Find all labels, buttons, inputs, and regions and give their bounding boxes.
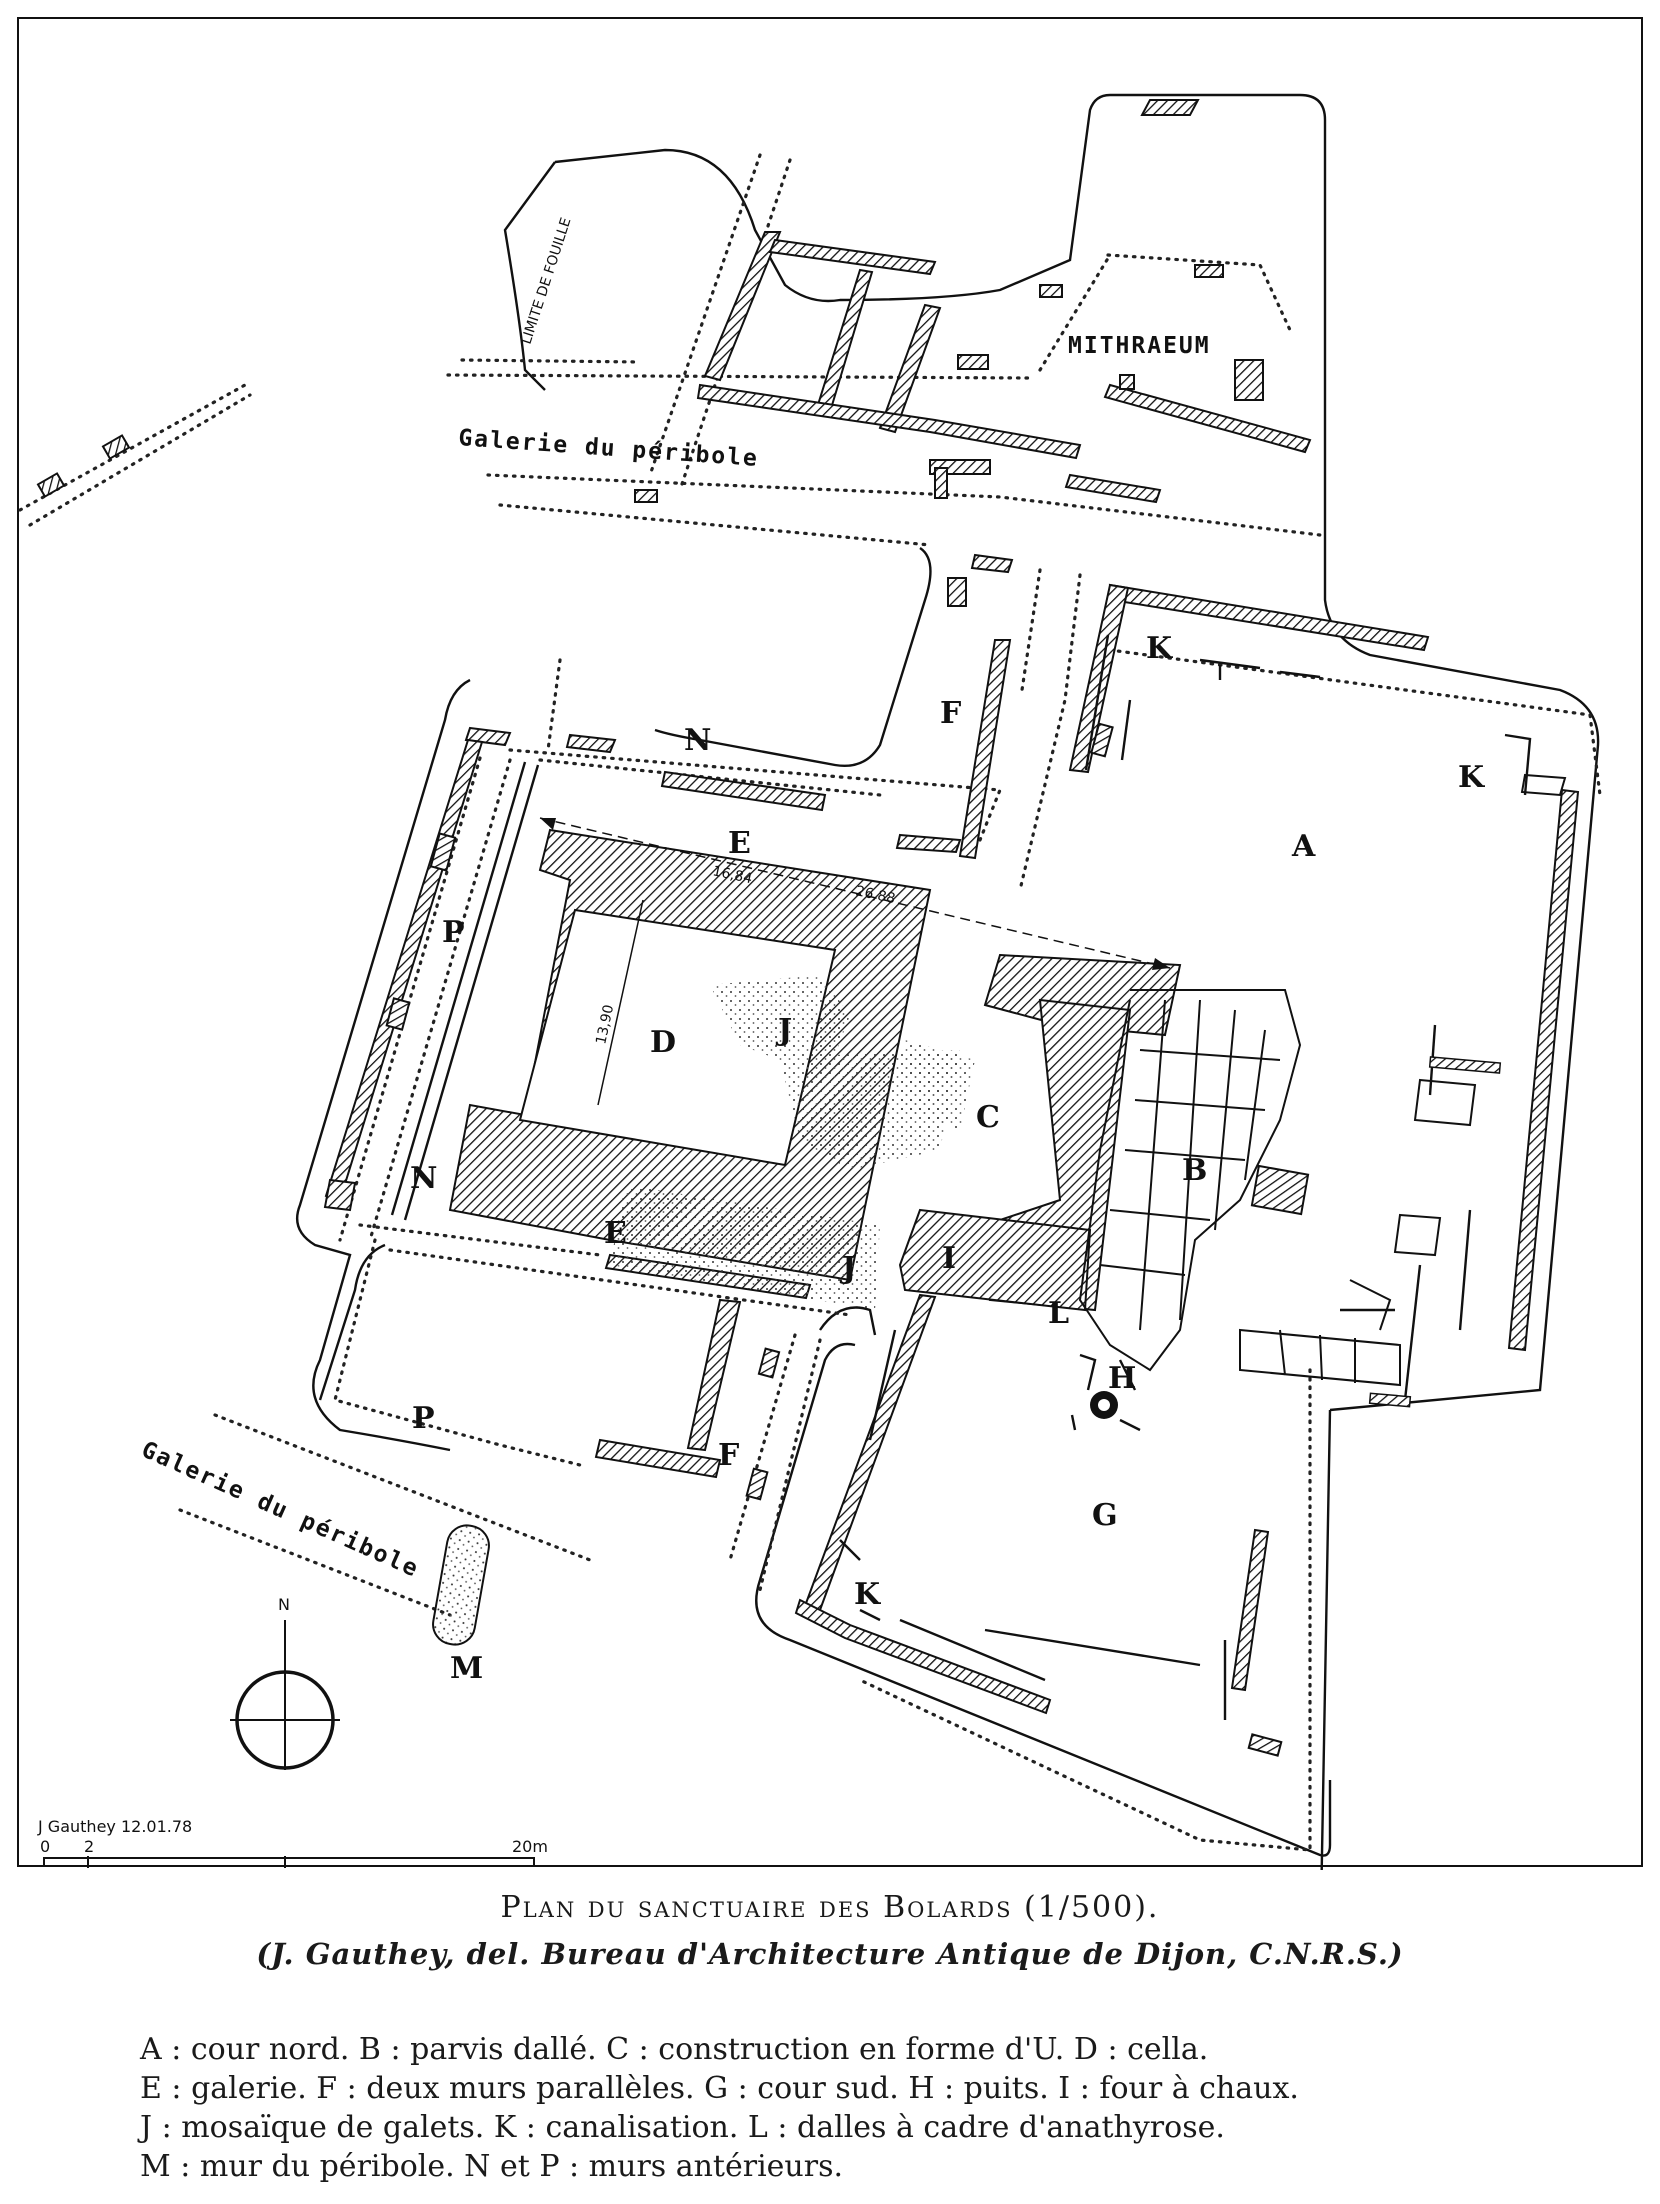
label-galerie-north: Galerie du péribole xyxy=(458,425,760,472)
label-E-south: E xyxy=(604,1216,627,1251)
label-F-north: F xyxy=(940,696,961,731)
plan-frame xyxy=(17,17,1643,1867)
label-D: D xyxy=(650,1025,676,1060)
legend-line: J : mosaïque de galets. K : canalisation… xyxy=(140,2110,1225,2145)
label-mithraeum: MITHRAEUM xyxy=(1068,333,1211,359)
label-F-south: F xyxy=(718,1438,739,1473)
site-plan: N J Gauthey 12.01.78 0 2 20m A B C D E E… xyxy=(17,17,1643,1870)
signature: J Gauthey 12.01.78 xyxy=(37,1817,192,1836)
north-label: N xyxy=(278,1595,290,1614)
north-arrow: N xyxy=(230,1595,340,1770)
excavation-limit-south xyxy=(755,1342,1332,1870)
label-A: A xyxy=(1291,829,1316,864)
label-P-south: P xyxy=(412,1401,435,1436)
label-J-lower: J xyxy=(839,1251,856,1286)
label-E-north: E xyxy=(728,826,751,861)
excavation-limit-middle xyxy=(654,547,932,767)
label-limite-fouille: LIMITE DE FOUILLE xyxy=(519,216,575,346)
dimension-line xyxy=(539,817,1171,1106)
excavation-limit-main xyxy=(295,678,471,1452)
label-K-b: K xyxy=(1458,760,1485,795)
paved-forecourt xyxy=(1078,773,1567,1408)
caption-title: Plan du sanctuaire des Bolards (1/500). xyxy=(500,1890,1160,1925)
label-K-a: K xyxy=(1146,631,1173,666)
label-B: B xyxy=(1182,1153,1207,1188)
legend-line: E : galerie. F : deux murs parallèles. G… xyxy=(140,2071,1299,2106)
label-L: L xyxy=(1048,1296,1069,1331)
thin-walls xyxy=(390,634,1532,1720)
excavation-limit-gap xyxy=(819,1306,877,1336)
label-I: I xyxy=(942,1241,956,1276)
label-C: C xyxy=(976,1100,1000,1135)
caption-credit: (J. Gauthey, del. Bureau d'Architecture … xyxy=(256,1937,1404,1971)
scale-tick-20: 20m xyxy=(512,1837,548,1856)
scale-tick-2: 2 xyxy=(84,1837,94,1856)
label-N-south: N xyxy=(410,1161,437,1196)
excavation-limit-north xyxy=(554,93,1600,1412)
legend-line: M : mur du péribole. N et P : murs antér… xyxy=(140,2149,844,2184)
legend-line: A : cour nord. B : parvis dallé. C : con… xyxy=(140,2032,1209,2067)
label-H: H xyxy=(1108,1361,1136,1396)
label-M: M xyxy=(450,1651,483,1686)
label-P-west: P xyxy=(442,915,465,950)
scale-tick-0: 0 xyxy=(40,1837,50,1856)
pebble-mosaic xyxy=(610,975,975,1310)
label-K-c: K xyxy=(854,1577,881,1612)
excavation-limit-inner-court xyxy=(318,1243,386,1401)
hatched-walls xyxy=(36,99,1580,1757)
label-N-north: N xyxy=(684,723,711,758)
scale-bar: J Gauthey 12.01.78 0 2 20m xyxy=(37,1817,548,1868)
excavation-limit-west xyxy=(503,161,556,391)
legend: A : cour nord. B : parvis dallé. C : con… xyxy=(140,2030,1540,2186)
label-J-upper: J xyxy=(775,1013,792,1048)
figure-caption: Plan du sanctuaire des Bolards (1/500). … xyxy=(0,1890,1660,1971)
label-G: G xyxy=(1092,1498,1118,1533)
